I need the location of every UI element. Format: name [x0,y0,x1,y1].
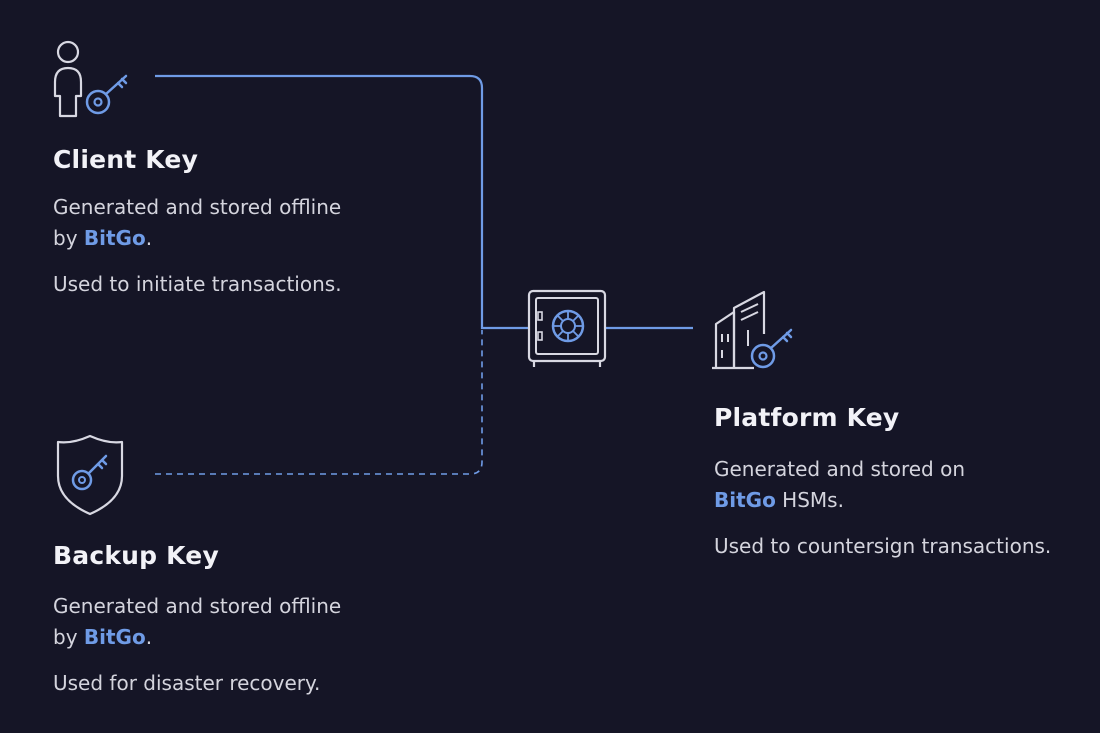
building-key-icon [712,290,793,370]
person-key-icon [53,40,128,118]
client-key-connector [155,74,528,330]
safe-icon [527,289,607,367]
platform-key-brand: BitGo [714,488,776,512]
platform-key-description: Generated and stored on BitGo HSMs. [714,454,965,516]
backup-key-desc-suffix: . [145,625,153,649]
client-key-desc-prefix: by [53,226,84,250]
platform-key-use: Used to countersign transactions. [714,534,1052,558]
platform-key-desc-suffix: HSMs. [775,488,844,512]
shield-key-icon [56,434,124,516]
client-key-title: Client Key [53,145,199,174]
backup-key-desc-line1: Generated and stored offline [53,594,342,618]
backup-key-title: Backup Key [53,541,219,570]
backup-key-description: Generated and stored offline by BitGo. [53,591,341,653]
platform-key-title: Platform Key [714,403,900,432]
client-key-brand: BitGo [83,226,146,250]
platform-key-desc-line1: Generated and stored on [714,457,965,481]
client-key-desc-suffix: . [145,226,153,250]
backup-key-connector [155,330,483,475]
client-key-description: Generated and stored offline by BitGo. [53,192,341,254]
client-key-desc-line1: Generated and stored offline [53,195,342,219]
client-key-use: Used to initiate transactions. [53,272,342,296]
backup-key-brand: BitGo [83,625,146,649]
backup-key-desc-prefix: by [53,625,84,649]
backup-key-use: Used for disaster recovery. [53,671,321,695]
